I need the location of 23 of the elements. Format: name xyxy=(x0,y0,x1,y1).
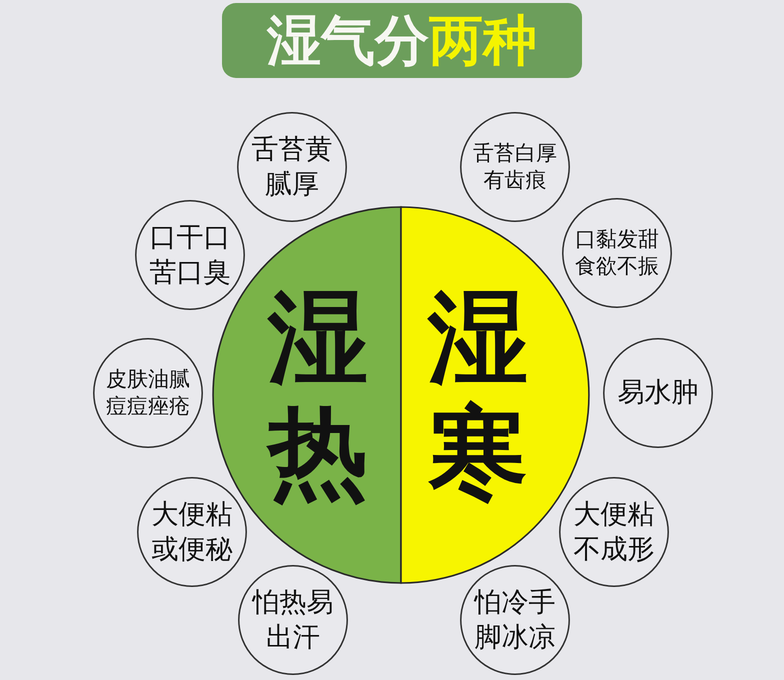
symptom-circle xyxy=(93,338,203,448)
symptom-text: 皮肤油腻痘痘痤疮 xyxy=(106,366,190,420)
symptom-circle xyxy=(562,198,672,308)
symptom-circle xyxy=(238,565,348,675)
symptom-circle xyxy=(237,112,347,222)
symptom-text: 口黏发甜食欲不振 xyxy=(575,226,659,280)
category-label: 湿寒 xyxy=(428,280,528,510)
symptom-text: 口干口苦口臭 xyxy=(150,220,230,290)
symptom-text: 舌苔黄腻厚 xyxy=(252,132,332,202)
symptom-text: 大便粘不成形 xyxy=(574,498,654,567)
symptom-circle xyxy=(603,338,713,448)
symptom-circle xyxy=(460,112,570,222)
symptom-circle xyxy=(137,477,247,587)
symptom-text: 怕热易出汗 xyxy=(252,586,334,655)
symptom-text: 舌苔白厚有齿痕 xyxy=(473,140,557,194)
symptom-circle xyxy=(559,477,669,587)
symptom-text: 易水肿 xyxy=(618,376,698,410)
symptom-text: 大便粘或便秘 xyxy=(152,498,232,567)
title: 湿气分两种 xyxy=(267,14,537,68)
symptom-circle xyxy=(135,200,245,310)
symptom-circle xyxy=(460,565,570,675)
symptom-text: 怕冷手脚冰凉 xyxy=(474,586,556,655)
category-label: 湿热 xyxy=(268,280,368,510)
